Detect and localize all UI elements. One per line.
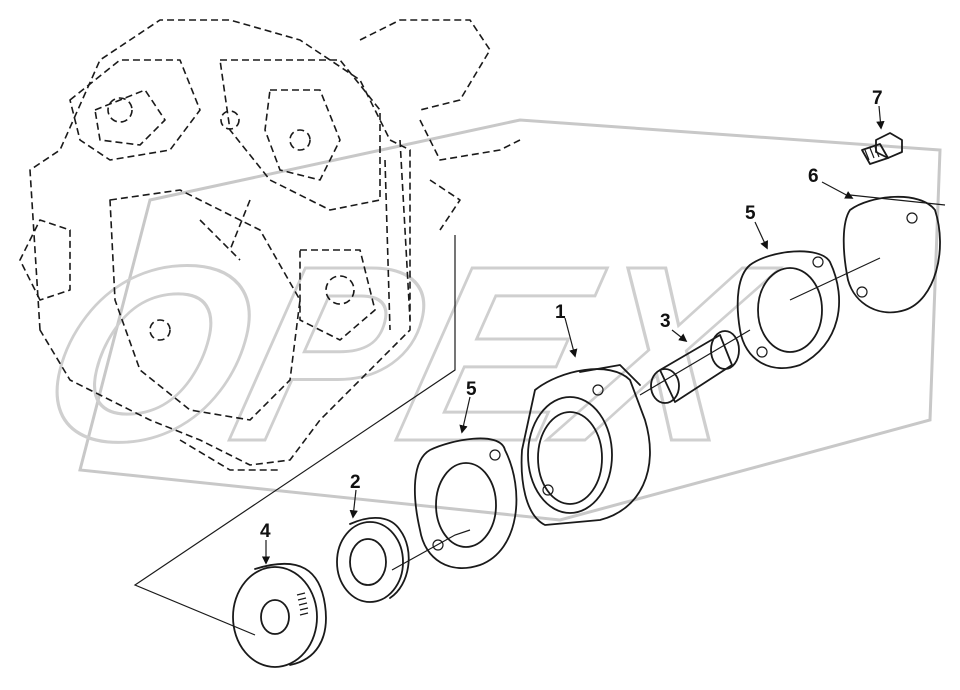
bolt-part-7 <box>861 132 903 165</box>
shaft-part-3 <box>650 330 740 404</box>
callout-5a: 5 <box>466 379 477 400</box>
callout-labels: 1 2 3 4 5 5 6 7 <box>260 88 883 542</box>
callout-4: 4 <box>260 521 271 542</box>
bushing-part-2 <box>336 517 410 603</box>
gasket-part-5-upper <box>736 250 841 369</box>
callout-6: 6 <box>808 166 819 187</box>
housing-part-1 <box>520 364 651 526</box>
callout-arrows <box>261 105 885 565</box>
axis-lines <box>133 235 881 636</box>
cover-plate-part-6 <box>842 194 946 314</box>
callout-7: 7 <box>872 88 883 109</box>
callout-2: 2 <box>350 472 361 493</box>
gear-part-4 <box>232 562 327 668</box>
callout-5b: 5 <box>745 203 756 224</box>
watermark-text: OPEX <box>17 213 794 493</box>
callout-1: 1 <box>555 302 566 323</box>
callout-3: 3 <box>660 311 671 332</box>
gasket-part-5-lower <box>413 437 518 569</box>
engine-housing <box>19 19 521 471</box>
watermark-logo: OPEX <box>16 118 942 522</box>
